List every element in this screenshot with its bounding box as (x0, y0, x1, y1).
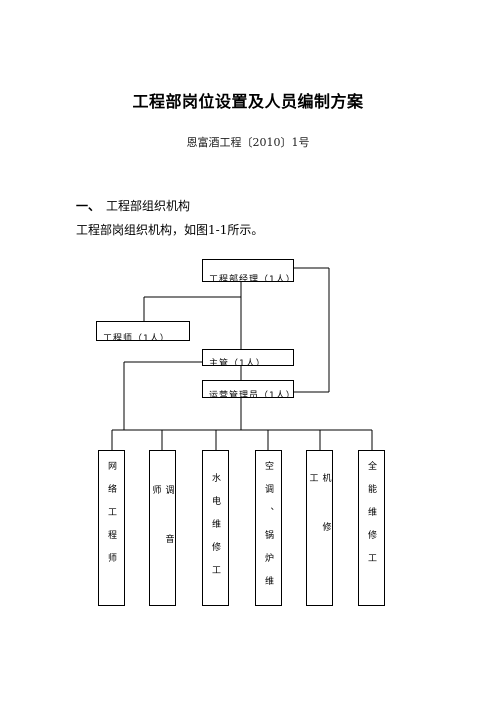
document-number: 恩富酒工程〔2010〕1号 (186, 136, 310, 149)
org-box-sound-engineer: 调音师 (149, 450, 176, 606)
body-paragraph: 工程部岗组织机构，如图1-1所示。 (76, 223, 264, 237)
page-title: 工程部岗位设置及人员编制方案 (132, 92, 364, 111)
org-box-manager-label: 工程部经理（1人） (209, 275, 294, 282)
org-box-operations: 运营管理员（1人） (202, 380, 294, 398)
org-box-water-electric-label: 水电维修工 (210, 473, 220, 588)
org-box-hvac-boiler-label: 空调、锅炉维 (263, 461, 273, 599)
org-box-mechanic-label: 机修工 (307, 473, 331, 571)
org-box-general-maintenance-label: 全能维修工 (366, 461, 376, 576)
org-box-supervisor: 主管（1人） (202, 349, 294, 366)
org-box-network-engineer: 网络工程师 (98, 450, 125, 606)
org-box-supervisor-label: 主管（1人） (209, 359, 266, 366)
org-box-manager: 工程部经理（1人） (202, 259, 294, 282)
org-box-hvac-boiler: 空调、锅炉维 (255, 450, 282, 606)
section-number: 一、 (76, 199, 101, 213)
org-box-sound-engineer-label: 调音师 (150, 485, 174, 583)
org-box-operations-label: 运营管理员（1人） (209, 391, 294, 398)
org-box-engineer-label: 工程师（1人） (103, 334, 170, 341)
org-box-engineer: 工程师（1人） (96, 321, 190, 341)
section-title: 工程部组织机构 (106, 199, 191, 213)
org-box-network-engineer-label: 网络工程师 (106, 461, 116, 576)
section-heading: 一、工程部组织机构 (76, 197, 190, 214)
org-box-mechanic: 机修工 (306, 450, 333, 606)
org-box-water-electric: 水电维修工 (202, 450, 229, 606)
org-box-general-maintenance: 全能维修工 (358, 450, 385, 606)
